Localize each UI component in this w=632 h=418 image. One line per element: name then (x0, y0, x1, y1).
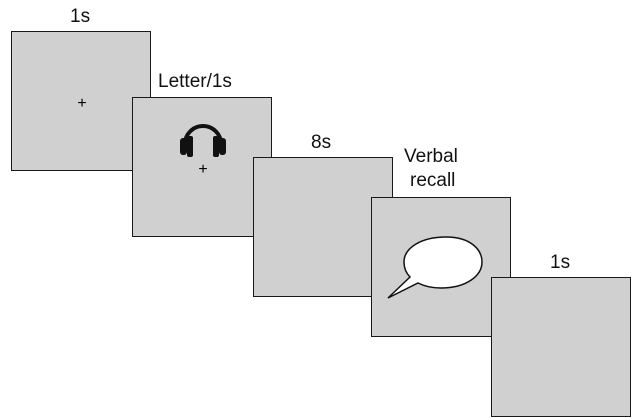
step-3-delay-screen (253, 157, 393, 297)
step-5-blank-screen (491, 277, 631, 417)
fixation-cross: + (198, 161, 208, 178)
headphones-icon (180, 124, 226, 157)
speech-bubble-icon (387, 236, 483, 299)
step-4-recall-label-line1: Verbal (404, 146, 458, 167)
step-1-duration-label: 1s (70, 6, 91, 27)
step-5-duration-label: 1s (550, 252, 571, 273)
step-3-duration-label: 8s (311, 132, 332, 153)
step-4-recall-screen (371, 197, 511, 337)
fixation-cross: + (77, 95, 87, 112)
step-4-recall-label-line2: recall (410, 170, 456, 191)
step-2-letter-label: Letter/1s (158, 71, 232, 92)
step-2-letter-screen: + (132, 97, 272, 237)
step-1-fixation-screen: + (11, 31, 151, 171)
